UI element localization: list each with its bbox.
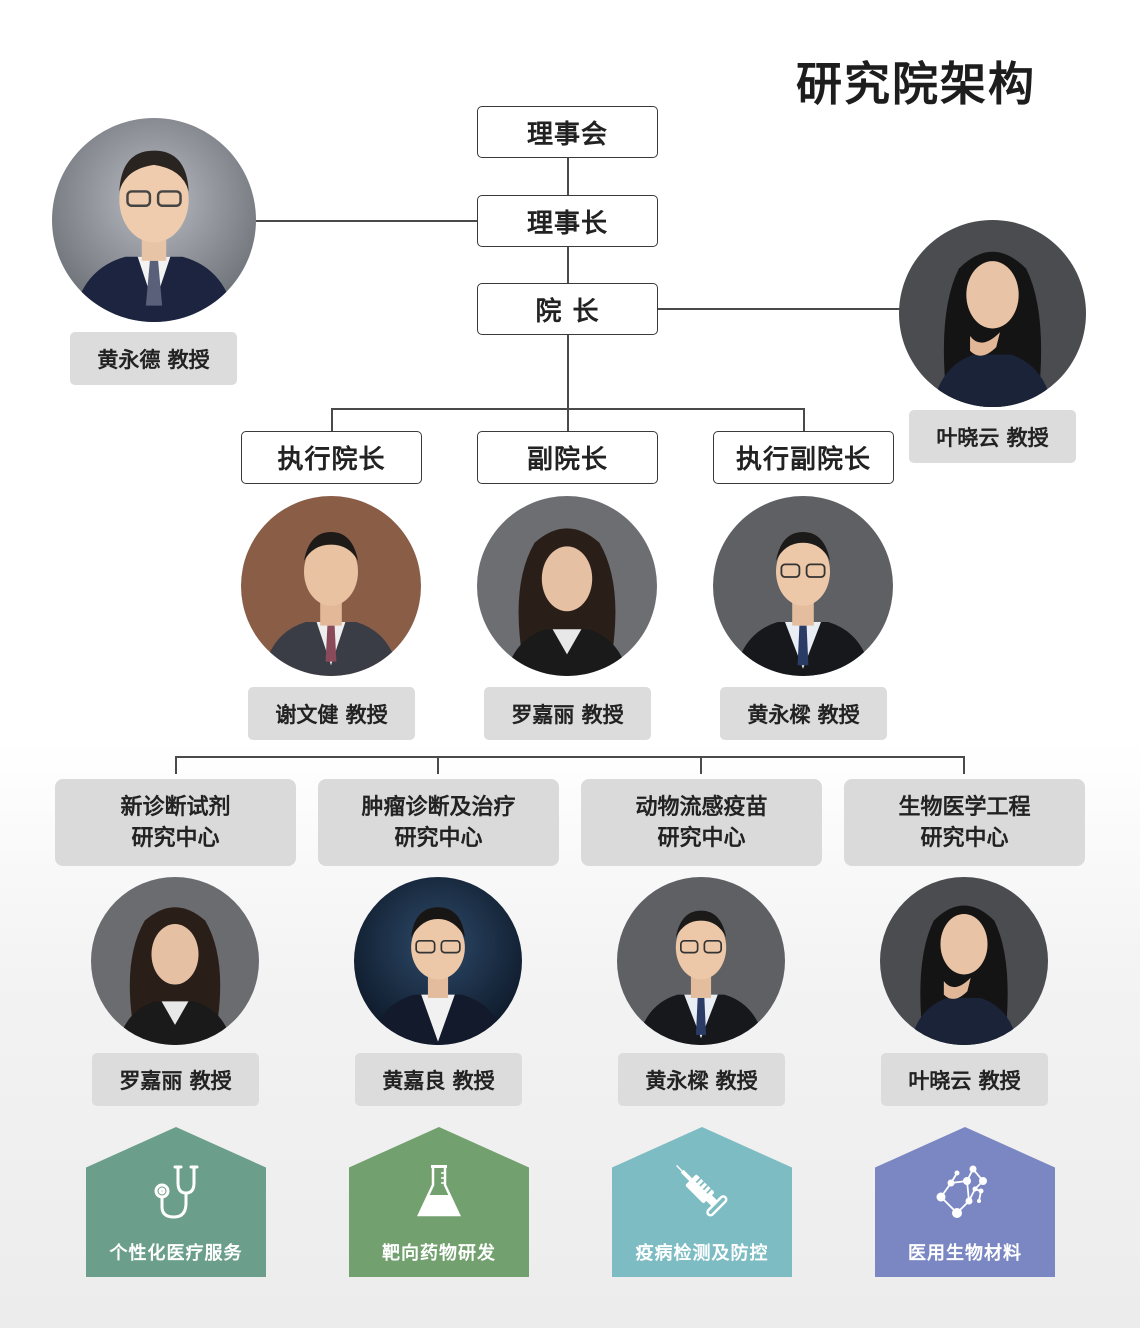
chairman-avatar bbox=[52, 118, 256, 322]
executive-president-avatar bbox=[241, 496, 421, 676]
connector-line bbox=[567, 247, 569, 283]
center-animal-flu-vaccine[interactable]: 动物流感疫苗 研究中心 bbox=[581, 779, 822, 866]
molecule-icon bbox=[936, 1165, 987, 1218]
center-head-avatar bbox=[354, 877, 522, 1045]
center-head-name-tag: 罗嘉丽 教授 bbox=[92, 1053, 259, 1106]
person-photo-icon bbox=[241, 496, 421, 676]
chairman-node[interactable]: 理事长 bbox=[477, 195, 658, 247]
connector-line bbox=[567, 335, 569, 431]
executive-vice-president-avatar bbox=[713, 496, 893, 676]
center-new-diagnostics[interactable]: 新诊断试剂 研究中心 bbox=[55, 779, 296, 866]
syringe-icon bbox=[676, 1165, 728, 1217]
center-title-line1: 肿瘤诊断及治疗 bbox=[361, 794, 516, 820]
role-executive-president[interactable]: 执行院长 bbox=[241, 431, 422, 484]
connector-line bbox=[331, 408, 804, 410]
chairman-name-tag: 黄永德 教授 bbox=[70, 332, 237, 385]
president-node[interactable]: 院 长 bbox=[477, 283, 658, 335]
board-node[interactable]: 理事会 bbox=[477, 106, 658, 158]
center-head-avatar bbox=[880, 877, 1048, 1045]
executive-president-name-tag: 谢文健 教授 bbox=[248, 687, 415, 740]
center-head-name-tag: 黄嘉良 教授 bbox=[355, 1053, 522, 1106]
president-name-tag: 叶晓云 教授 bbox=[909, 410, 1076, 463]
person-photo-icon bbox=[477, 496, 657, 676]
center-title-line2: 研究中心 bbox=[657, 825, 746, 851]
center-title-line1: 生物医学工程 bbox=[898, 794, 1031, 820]
person-photo-icon bbox=[899, 220, 1086, 407]
center-title-line1: 新诊断试剂 bbox=[120, 794, 231, 820]
center-title-line2: 研究中心 bbox=[920, 825, 1009, 851]
person-photo-icon bbox=[617, 877, 785, 1045]
connector-line bbox=[437, 756, 439, 774]
center-title-line2: 研究中心 bbox=[394, 825, 483, 851]
vice-president-avatar bbox=[477, 496, 657, 676]
field-label: 医用生物材料 bbox=[908, 1243, 1022, 1264]
role-executive-vice-president[interactable]: 执行副院长 bbox=[713, 431, 894, 484]
vice-president-name-tag: 罗嘉丽 教授 bbox=[484, 687, 651, 740]
person-photo-icon bbox=[52, 118, 256, 322]
connector-line bbox=[567, 158, 569, 195]
center-head-name-tag: 叶晓云 教授 bbox=[881, 1053, 1048, 1106]
center-biomedical-engineering[interactable]: 生物医学工程 研究中心 bbox=[844, 779, 1085, 866]
connector-line bbox=[175, 756, 964, 758]
field-label: 疫病检测及防控 bbox=[635, 1243, 769, 1264]
center-title-line2: 研究中心 bbox=[131, 825, 220, 851]
center-head-avatar bbox=[91, 877, 259, 1045]
person-photo-icon bbox=[354, 877, 522, 1045]
connector-line bbox=[700, 756, 702, 774]
field-label: 个性化医疗服务 bbox=[109, 1243, 243, 1264]
connector-line bbox=[175, 756, 177, 774]
connector-line bbox=[963, 756, 965, 774]
center-title-line1: 动物流感疫苗 bbox=[635, 794, 768, 820]
executive-vice-president-name-tag: 黄永樑 教授 bbox=[720, 687, 887, 740]
person-photo-icon bbox=[713, 496, 893, 676]
connector-line bbox=[658, 308, 900, 310]
page-title: 研究院架构 bbox=[796, 57, 1036, 111]
center-head-avatar bbox=[617, 877, 785, 1045]
president-avatar bbox=[899, 220, 1086, 407]
person-photo-icon bbox=[91, 877, 259, 1045]
connector-line bbox=[803, 408, 805, 431]
connector-line bbox=[255, 220, 477, 222]
center-head-name-tag: 黄永樑 教授 bbox=[618, 1053, 785, 1106]
role-vice-president[interactable]: 副院长 bbox=[477, 431, 658, 484]
stethoscope-icon bbox=[154, 1165, 199, 1219]
person-photo-icon bbox=[880, 877, 1048, 1045]
center-oncology[interactable]: 肿瘤诊断及治疗 研究中心 bbox=[318, 779, 559, 866]
connector-line bbox=[331, 408, 333, 431]
flask-icon bbox=[417, 1165, 461, 1217]
field-label: 靶向药物研发 bbox=[382, 1243, 496, 1264]
